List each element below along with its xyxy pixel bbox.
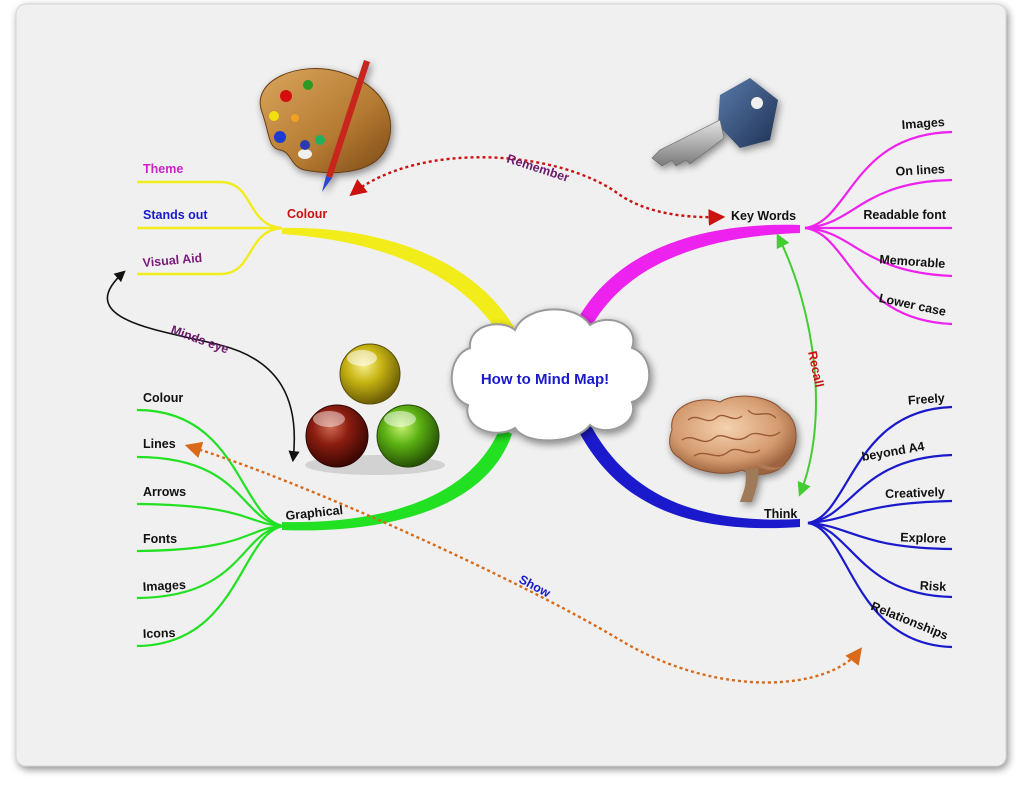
branch-keywords-main [572, 224, 800, 335]
leaf-label: Freely [907, 391, 945, 408]
leaf-label: Visual Aid [142, 251, 203, 270]
glass-spheres-icon [305, 343, 445, 475]
leaf-label: Icons [143, 626, 176, 641]
branch-colour-main [282, 227, 520, 345]
key-icon [651, 78, 778, 167]
leaf-label: On lines [895, 162, 945, 179]
leaf-label: Arrows [143, 485, 186, 499]
minds-eye-arrow [106, 270, 300, 463]
keywords-leaf-lines [804, 130, 953, 326]
leaf-label: Images [142, 578, 186, 594]
center-cloud [450, 308, 651, 442]
leaf-label: Lines [143, 437, 176, 451]
branch-label-colour: Colour [287, 207, 327, 221]
leaf-label: Creatively [885, 485, 945, 501]
branch-label-keywords: Key Words [731, 209, 796, 223]
branch-label-think: Think [764, 507, 797, 521]
leaf-label: Stands out [143, 208, 208, 222]
leaf-label: Fonts [143, 532, 177, 546]
brain-icon [669, 395, 797, 502]
show-arrow [184, 441, 863, 684]
remember-arrow [349, 156, 726, 226]
branch-label-graphical: Graphical [285, 503, 344, 523]
paint-palette-icon [259, 60, 392, 192]
center-title: How to Mind Map! [481, 371, 609, 388]
leaf-label: Theme [143, 162, 183, 176]
leaf-label: Explore [900, 530, 946, 546]
leaf-label: Colour [143, 391, 183, 405]
leaf-label: Images [901, 115, 945, 132]
leaf-label: Risk [919, 579, 946, 594]
leaf-label: Memorable [879, 252, 946, 271]
leaf-label: Readable font [863, 208, 946, 222]
